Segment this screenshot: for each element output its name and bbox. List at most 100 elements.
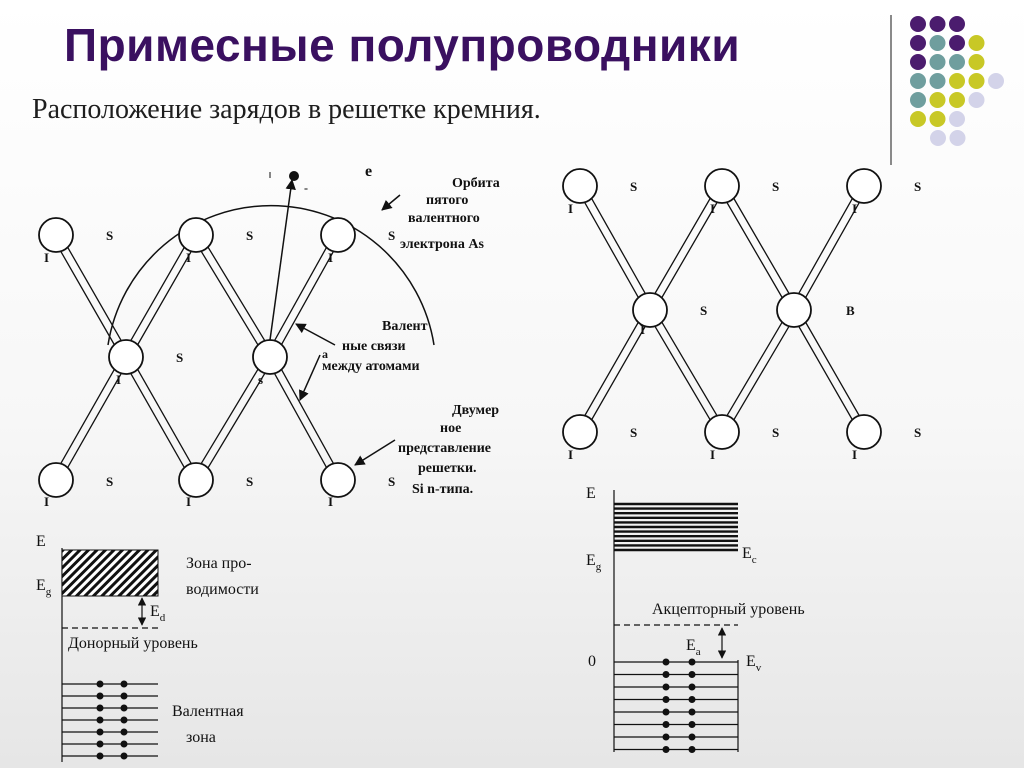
atom [320, 462, 356, 498]
electron [120, 740, 128, 748]
atom [562, 168, 598, 204]
bond-line [796, 307, 869, 431]
orbit-arc [107, 204, 435, 346]
bond-line [575, 307, 648, 431]
atom [38, 462, 74, 498]
electron [688, 696, 696, 703]
bond-line [582, 183, 655, 309]
decor-dot [968, 35, 985, 51]
electron [662, 721, 670, 728]
bond-line [645, 311, 720, 435]
decor-dot [929, 73, 946, 89]
donor-axis-label: E [36, 533, 46, 550]
decor-dot [910, 73, 926, 89]
lattice-label: S [700, 303, 707, 318]
conduction-band-label-1: Зона про- [186, 555, 252, 572]
electron [96, 704, 104, 712]
electron [120, 728, 128, 736]
svg-text:пятого: пятого [426, 193, 468, 208]
lattice-label: S [106, 474, 113, 489]
decor-dot [949, 54, 965, 70]
lattice-label: I [568, 447, 573, 462]
decor-dot [910, 16, 926, 32]
lattice-label: S [106, 228, 113, 243]
electron [662, 658, 670, 666]
electron-label: e [365, 163, 372, 180]
electron [662, 746, 670, 753]
lattice-label: s [258, 372, 263, 387]
representation-annotation: Двумер ное представление решетки. Si n-т… [398, 403, 499, 497]
decor-dot [929, 35, 946, 51]
decor-dot [929, 92, 946, 108]
lattice-label: I [640, 322, 645, 337]
electron [120, 692, 128, 700]
bond-line [121, 232, 194, 356]
bond-line [582, 311, 655, 435]
lattice-label: B [846, 303, 855, 318]
bond-line [724, 311, 799, 435]
svg-text:Двумер: Двумер [452, 403, 499, 418]
electron [662, 733, 670, 741]
decor-dot [949, 111, 965, 127]
electron [688, 658, 696, 666]
lattice-label: I [710, 447, 715, 462]
svg-text:Si n-типа.: Si n-типа. [412, 482, 473, 497]
bond-line [51, 236, 124, 360]
lattice-label: S [914, 425, 921, 440]
atom [252, 339, 288, 375]
slide-title: Примесные полупроводники [64, 19, 741, 71]
decor-dot [910, 92, 926, 108]
atom [108, 339, 144, 375]
svg-text:между атомами: между атомами [322, 359, 420, 374]
donor-eg-label: Eg [36, 577, 52, 598]
lattice-label: I [116, 372, 121, 387]
atom [178, 217, 214, 253]
bond-line [128, 236, 201, 360]
minus-label: - [304, 181, 308, 195]
svg-text:представление: представление [398, 441, 491, 456]
bond-line [198, 358, 274, 483]
bond-line [192, 236, 268, 360]
lattice-label: S [388, 228, 395, 243]
lattice-label: S [914, 179, 921, 194]
bond-line [51, 354, 124, 479]
bond-line [652, 187, 727, 313]
acceptor-valence-band [614, 658, 739, 753]
decor-dot [949, 16, 965, 32]
electron-dot [289, 171, 299, 181]
decor-dot [929, 54, 946, 70]
bond-line [645, 183, 720, 309]
svg-text:Орбита: Орбита [452, 176, 500, 191]
donor-valence-band [62, 680, 158, 760]
acceptor-energy-diagram: E Eg Ec Акцепторный уровень Ea 0 Ev [586, 485, 805, 753]
ea-label: Ea [686, 637, 701, 658]
electron [120, 716, 128, 724]
lattice-label: I [186, 494, 191, 509]
lattice-label: I [328, 494, 333, 509]
atom [776, 292, 812, 328]
acceptor-eg-label: Eg [586, 552, 602, 573]
lattice-label: I [852, 201, 857, 216]
electron [688, 746, 696, 753]
bonds-annotation: Валент ные связи между атомами [322, 319, 428, 374]
lattice-label: S [246, 474, 253, 489]
svg-text:электрона As: электрона As [400, 237, 484, 252]
svg-text:ное: ное [440, 421, 461, 436]
atom [846, 168, 882, 204]
electron [120, 752, 128, 760]
valence-band-label-1: Валентная [172, 703, 244, 720]
decor-dot [949, 92, 965, 108]
ev-label: Ev [746, 653, 762, 674]
atom [38, 217, 74, 253]
lattice-label: I [852, 447, 857, 462]
conduction-band [61, 549, 159, 597]
electron [688, 683, 696, 691]
svg-text:ные связи: ные связи [342, 339, 406, 354]
valence-band-label-2: зона [186, 729, 216, 746]
lattice-label: S [772, 179, 779, 194]
acceptor-axis-label: E [586, 485, 596, 502]
decor-dot [949, 35, 965, 51]
conduction-band-label-2: водимости [186, 581, 259, 598]
decor-dot [910, 54, 926, 70]
